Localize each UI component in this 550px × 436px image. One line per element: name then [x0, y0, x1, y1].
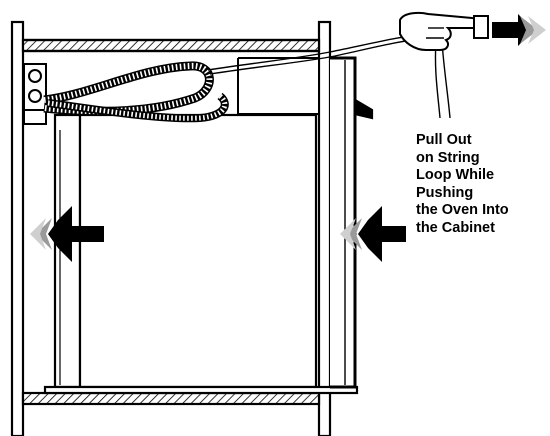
caption-line: on String	[416, 149, 480, 166]
cabinet-left-wall	[10, 20, 25, 436]
caption-line: Pull Out	[416, 132, 472, 148]
cabinet-right-wall	[317, 20, 332, 436]
junction-box	[23, 63, 55, 125]
cabinet-bottom-shelf	[21, 391, 321, 406]
caption-line: the Oven Into	[416, 202, 509, 218]
arrow-right-icon	[492, 14, 546, 46]
caption-line: Loop While	[416, 167, 495, 183]
hand-pulling-string-icon	[399, 11, 489, 51]
cabinet-top-shelf	[21, 38, 321, 53]
caption-line: the Cabinet	[416, 219, 495, 236]
oven-handle-bracket	[353, 98, 374, 120]
oven	[43, 56, 374, 395]
oven-bottom-strip	[43, 385, 359, 395]
oven-top-ledge	[238, 57, 320, 115]
arrow-left-icon	[30, 206, 104, 262]
instruction-caption: Pull Out on String Loop While Pushing th…	[416, 132, 550, 237]
oven-box	[78, 113, 318, 389]
caption-line: Pushing	[416, 184, 474, 201]
coiled-conduit	[43, 61, 229, 123]
oven-front-frame	[330, 56, 357, 389]
arrow-left-icon	[340, 206, 406, 262]
